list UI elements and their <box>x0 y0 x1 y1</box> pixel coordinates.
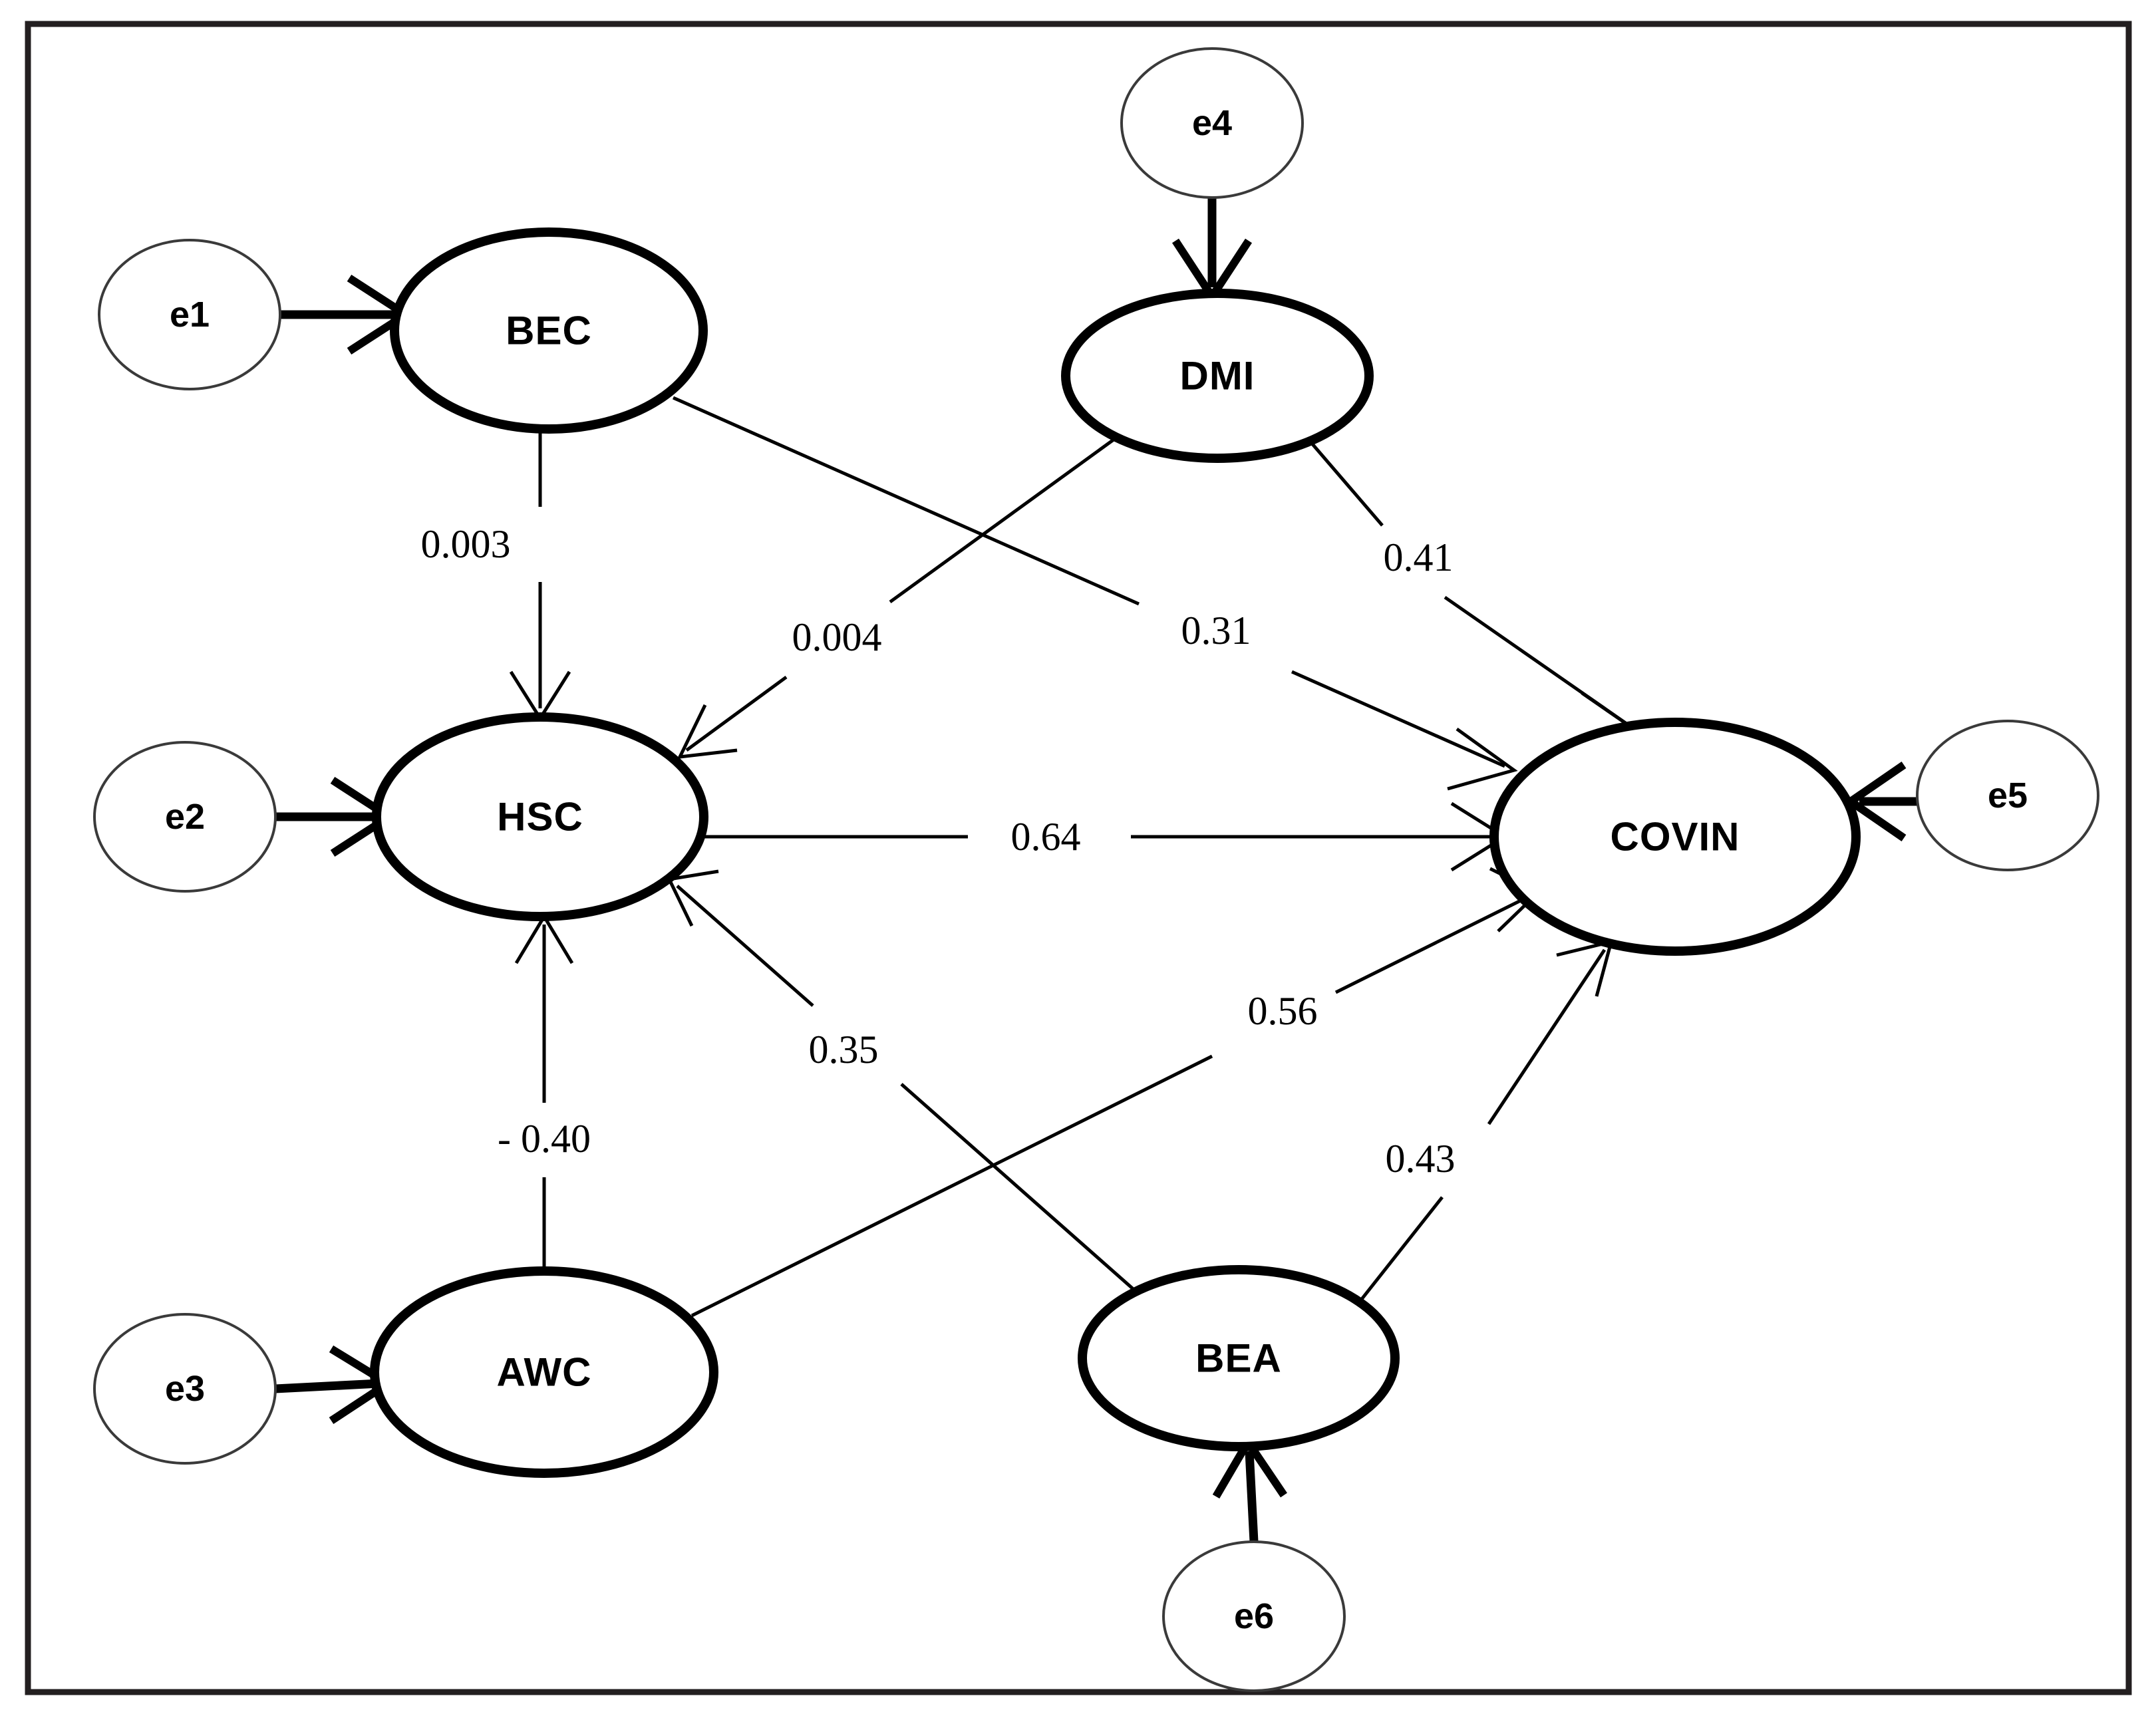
node-awc[interactable]: AWC <box>370 1266 718 1478</box>
edge-bea-covin <box>1356 939 1614 1306</box>
bec-label: BEC <box>506 309 592 353</box>
coefficient-bea-covin: 0.43 <box>1386 1137 1456 1181</box>
hsc-ellipse[interactable] <box>372 712 708 921</box>
dmi-ellipse[interactable] <box>1061 289 1374 463</box>
edge-bec-covin <box>672 396 1518 791</box>
coefficient-bec-hsc: 0.003 <box>421 522 511 566</box>
edge-e1-bec <box>280 274 414 355</box>
node-e2[interactable]: e2 <box>93 741 277 893</box>
coefficient-dmi-covin: 0.41 <box>1384 535 1454 579</box>
edge-hsc-covin <box>704 801 1508 872</box>
edge-awc-covin <box>691 867 1541 1318</box>
covin-ellipse[interactable] <box>1489 718 1861 956</box>
figure-border <box>25 21 2132 1695</box>
edge-e6-bea <box>1212 1434 1287 1542</box>
e6-label: e6 <box>1234 1596 1274 1636</box>
e4-ellipse[interactable] <box>1120 47 1304 199</box>
node-e6[interactable]: e6 <box>1162 1540 1346 1692</box>
awc-ellipse[interactable] <box>370 1266 718 1478</box>
e1-ellipse[interactable] <box>98 239 281 390</box>
bea-label: BEA <box>1195 1336 1282 1381</box>
e2-ellipse[interactable] <box>93 741 277 893</box>
coefficient-awc-hsc: - 0.40 <box>498 1117 591 1161</box>
bec-ellipse[interactable] <box>390 227 708 434</box>
node-e3[interactable]: e3 <box>93 1313 277 1465</box>
edge-dmi-hsc <box>677 429 1127 760</box>
coefficient-bea-hsc: 0.35 <box>809 1028 879 1072</box>
e3-ellipse[interactable] <box>93 1313 277 1465</box>
e5-label: e5 <box>1988 776 2028 815</box>
coefficient-hsc-covin: 0.64 <box>1011 815 1081 859</box>
edge-e4-dmi <box>1171 198 1253 304</box>
node-hsc[interactable]: HSC <box>372 712 708 921</box>
node-e4[interactable]: e4 <box>1120 47 1304 199</box>
node-bea[interactable]: BEA <box>1078 1265 1400 1451</box>
node-bec[interactable]: BEC <box>390 227 708 434</box>
dmi-label: DMI <box>1180 354 1255 398</box>
node-dmi[interactable]: DMI <box>1061 289 1374 463</box>
e5-ellipse[interactable] <box>1916 720 2099 871</box>
edge-bec-hsc <box>509 431 571 722</box>
e4-label: e4 <box>1192 103 1232 143</box>
e6-ellipse[interactable] <box>1162 1540 1346 1692</box>
coefficient-dmi-hsc: 0.004 <box>792 615 882 659</box>
edge-e5-covin <box>1843 762 1917 841</box>
covin-label: COVIN <box>1610 815 1740 859</box>
node-e5[interactable]: e5 <box>1916 720 2099 871</box>
e3-label: e3 <box>165 1369 205 1409</box>
bea-ellipse[interactable] <box>1078 1265 1400 1451</box>
e2-label: e2 <box>165 797 205 837</box>
coefficient-bec-covin: 0.31 <box>1181 609 1251 652</box>
node-e1[interactable]: e1 <box>98 239 281 390</box>
edge-awc-hsc <box>514 913 574 1272</box>
edge-e3-awc <box>275 1345 396 1425</box>
coefficient-awc-covin: 0.56 <box>1248 989 1318 1033</box>
e1-label: e1 <box>170 295 210 335</box>
edge-bea-hsc <box>667 869 1138 1293</box>
node-covin[interactable]: COVIN <box>1489 718 1861 956</box>
hsc-label: HSC <box>497 795 583 839</box>
awc-label: AWC <box>497 1350 592 1395</box>
